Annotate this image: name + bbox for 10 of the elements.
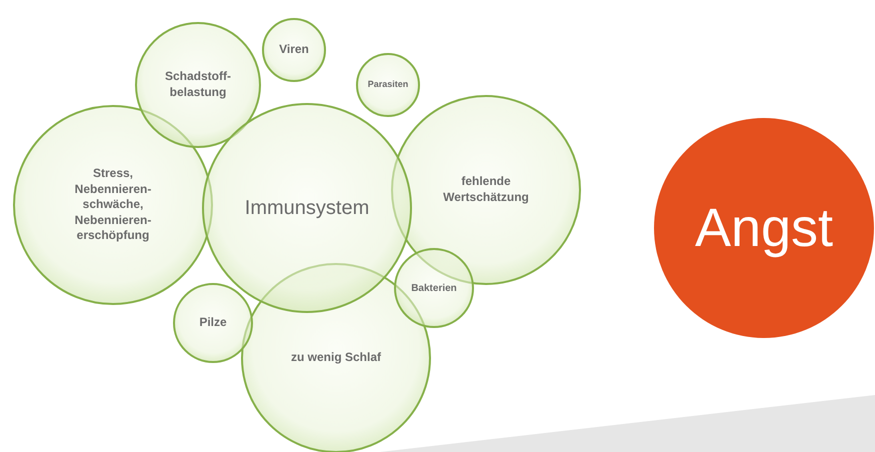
- bubble-label: Stress, Nebennieren- schwäche, Nebennieren- erschöpfung: [74, 166, 152, 244]
- bubble-label: Pilze: [199, 315, 227, 331]
- bubble-label: zu wenig Schlaf: [290, 350, 381, 366]
- bubble-label: Angst: [694, 196, 834, 260]
- bubble-label: Immunsystem: [244, 196, 370, 221]
- bubble-label: fehlende Wertschätzung: [442, 174, 530, 206]
- bubble-label: Parasiten: [368, 79, 408, 91]
- bubble-label: Viren: [279, 42, 309, 58]
- bubble-label: Schadstoff- belastung: [164, 69, 232, 101]
- bubble-label: Bakterien: [411, 282, 457, 294]
